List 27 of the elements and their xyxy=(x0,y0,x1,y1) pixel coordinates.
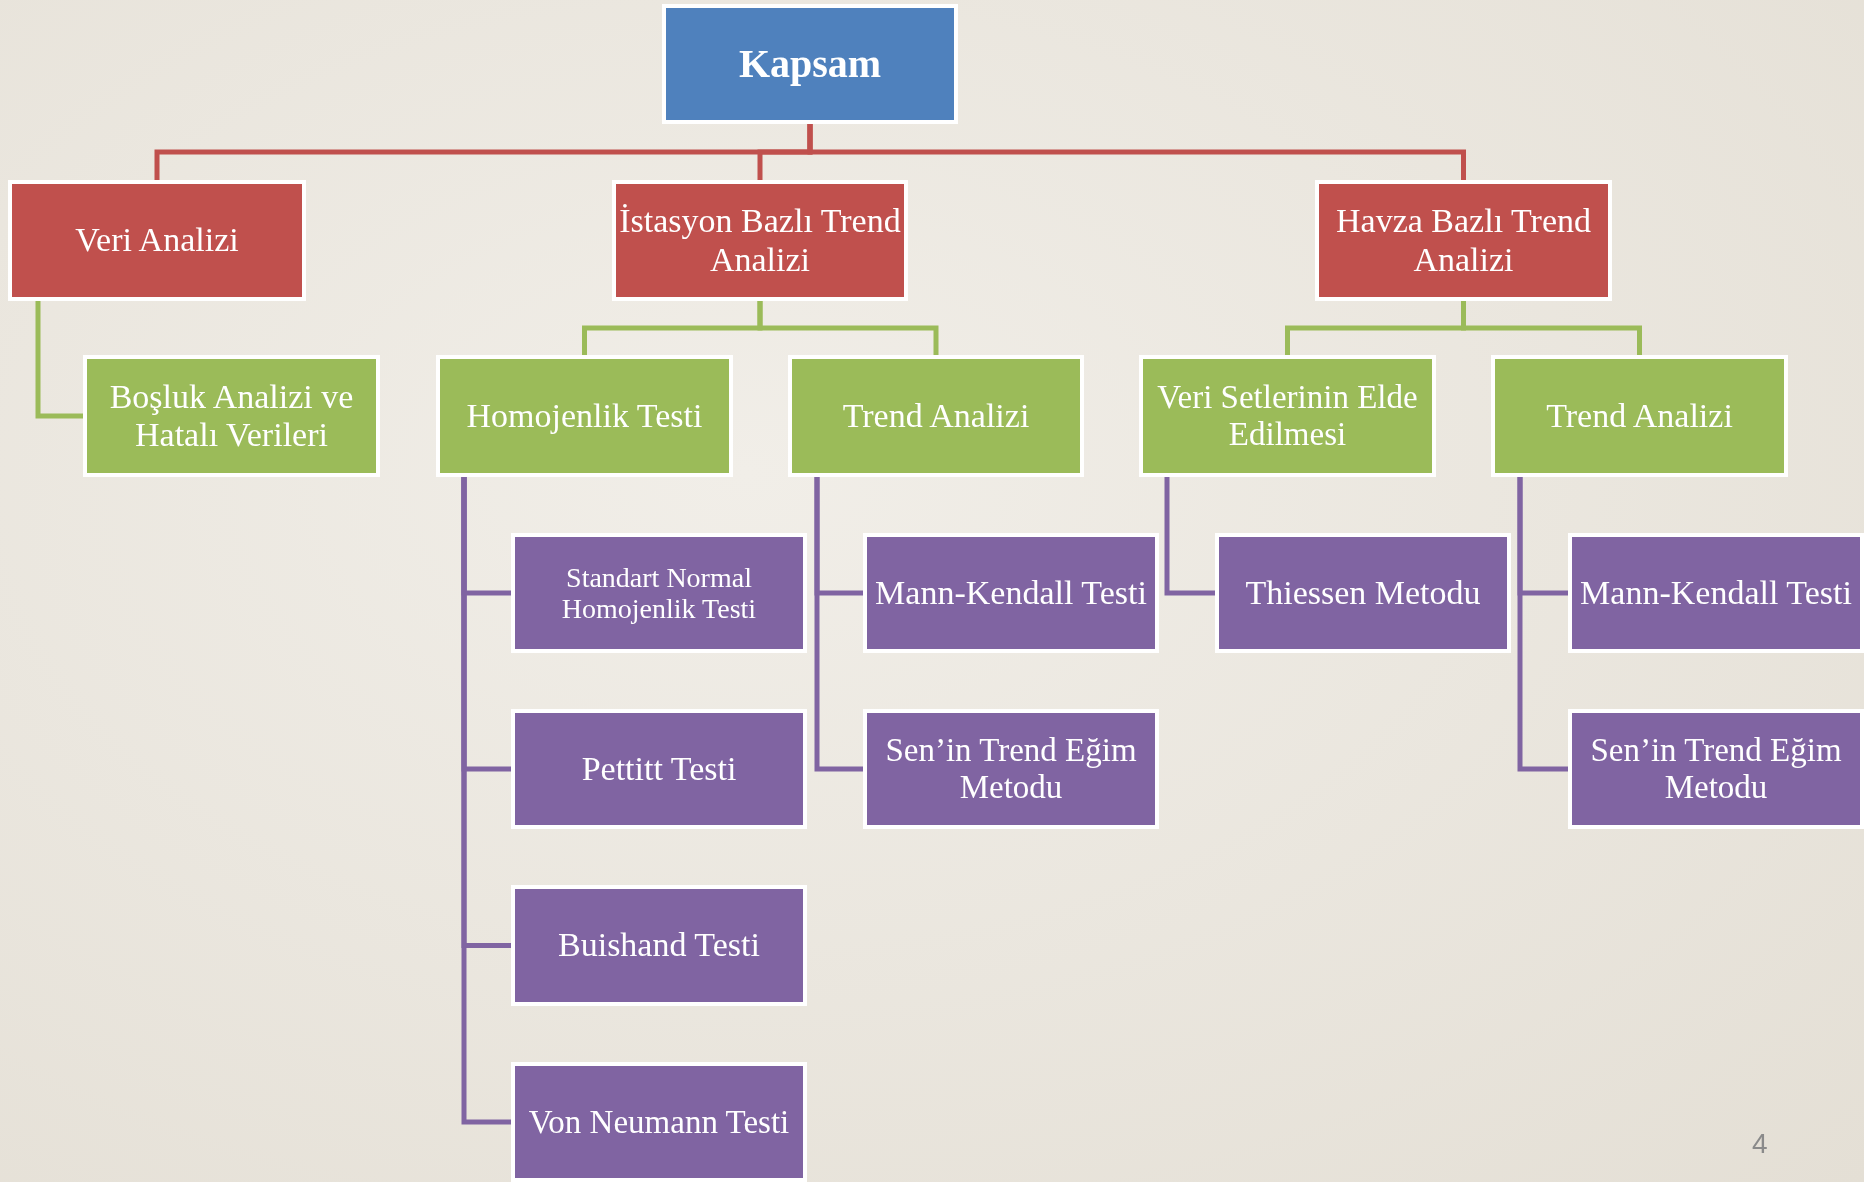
method-box: Pettitt Testi xyxy=(511,709,807,829)
category-box: İstasyon Bazlı Trend Analizi xyxy=(612,180,908,301)
category-box: Havza Bazlı Trend Analizi xyxy=(1315,180,1612,301)
process-box: Trend Analizi xyxy=(788,355,1084,477)
connector-line xyxy=(1164,477,1215,596)
method-box: Thiessen Metodu xyxy=(1215,533,1511,653)
process-box: Trend Analizi xyxy=(1491,355,1788,477)
process-box: Veri Setlerinin Elde Edilmesi xyxy=(1139,355,1436,477)
title-box: Kapsam xyxy=(662,4,958,124)
connector-line xyxy=(1517,477,1568,772)
method-box: Standart Normal Homojenlik Testi xyxy=(511,533,807,653)
connector-line xyxy=(807,124,1466,180)
method-box: Buishand Testi xyxy=(511,885,807,1006)
connector-line xyxy=(1461,301,1642,355)
method-box: Sen’in Trend Eğim Metodu xyxy=(1568,709,1864,829)
method-box: Sen’in Trend Eğim Metodu xyxy=(863,709,1159,829)
process-box: Boşluk Analizi ve Hatalı Verileri xyxy=(83,355,380,477)
connector-line xyxy=(35,301,83,419)
method-box: Von Neumann Testi xyxy=(511,1062,807,1182)
method-box: Mann-Kendall Testi xyxy=(1568,533,1864,653)
category-box: Veri Analizi xyxy=(8,180,306,301)
connector-line xyxy=(461,477,511,1125)
connector-line xyxy=(814,477,863,772)
page-number: 4 xyxy=(1752,1128,1768,1160)
method-box: Mann-Kendall Testi xyxy=(863,533,1159,653)
process-box: Homojenlik Testi xyxy=(436,355,733,477)
connector-line xyxy=(757,301,939,355)
